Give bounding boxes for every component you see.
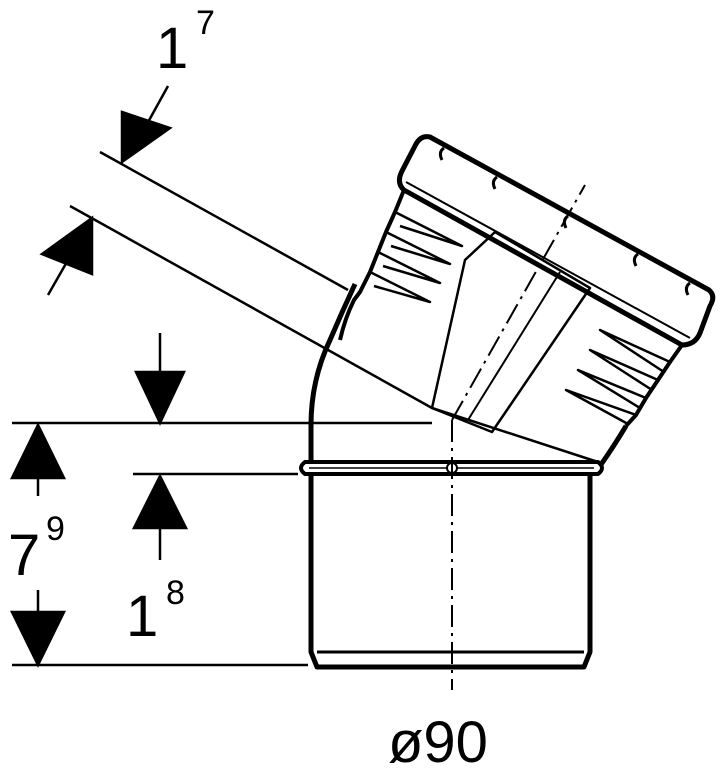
arrow-down-1	[134, 370, 186, 426]
arrow-angled-bottom	[39, 215, 94, 276]
arrow-up-socket	[131, 473, 189, 530]
arrow-angled-top	[120, 110, 173, 165]
diameter-label: ø90	[388, 710, 488, 768]
bottom-socket	[299, 460, 604, 670]
socket-depth-base: 1	[126, 584, 158, 649]
extension-lines	[12, 150, 433, 667]
angled-socket	[338, 134, 716, 434]
total-height-base: 7	[8, 523, 40, 588]
arrow-up-total	[9, 422, 67, 480]
angle-offset-base: 1	[156, 16, 188, 81]
total-height-sup: 9	[46, 510, 65, 548]
arrow-down-total	[9, 610, 67, 668]
dimension-labels: 1 7 7 9 1 8 ø90	[8, 4, 488, 768]
center-lines	[451, 184, 586, 690]
dimension-arrows	[9, 85, 189, 668]
socket-depth-sup: 8	[166, 574, 185, 612]
angle-offset-sup: 7	[196, 4, 215, 42]
bend-body	[308, 282, 629, 468]
